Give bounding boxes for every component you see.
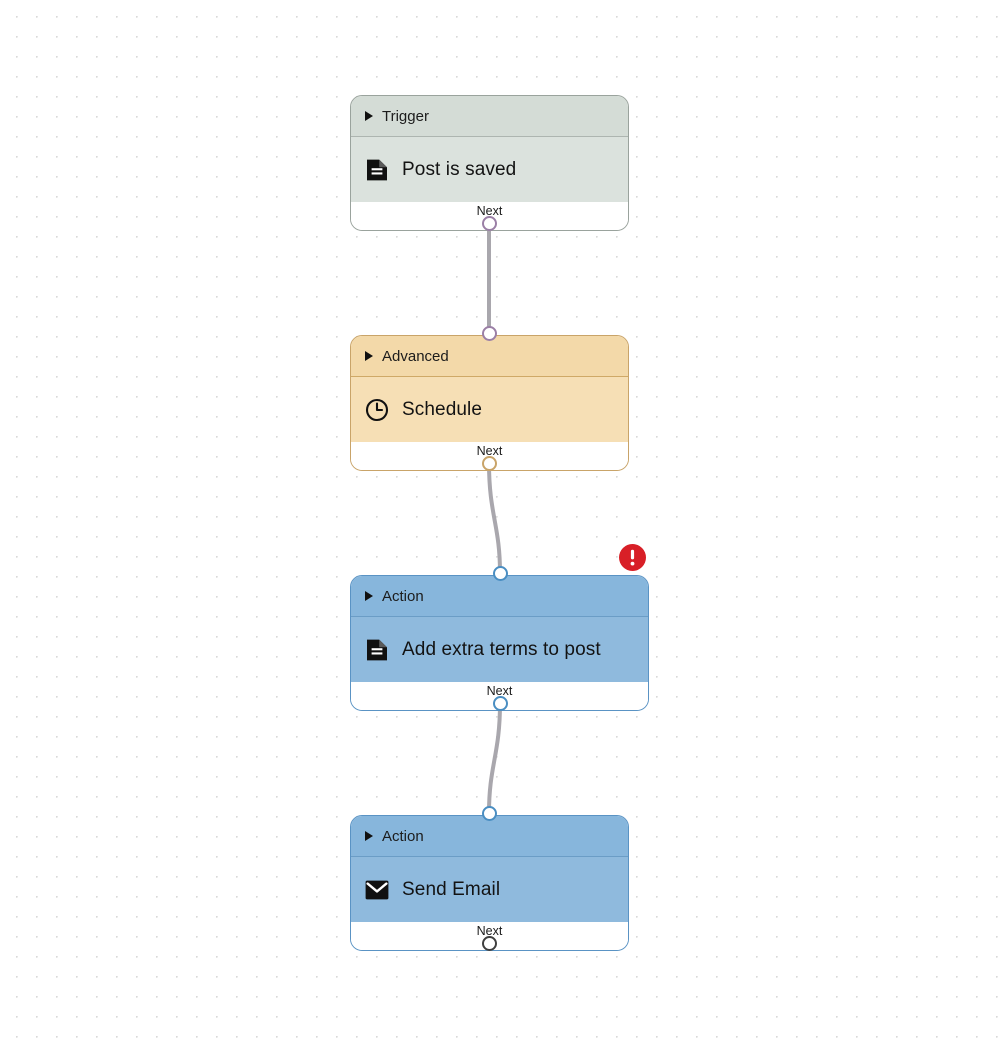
expand-triangle-icon[interactable] — [365, 591, 373, 601]
connection-port-advanced-out[interactable] — [481, 455, 497, 471]
envelope-icon — [365, 878, 389, 902]
node-category-label: Action — [382, 827, 424, 845]
node-header-advanced-schedule[interactable]: Advanced — [351, 336, 628, 376]
node-category-label: Action — [382, 587, 424, 605]
node-body-trigger-post-is-saved[interactable]: Post is saved — [351, 137, 628, 202]
node-footer-label: Next — [486, 684, 513, 698]
document-icon — [365, 158, 389, 182]
connection-port-trigger-out[interactable] — [481, 215, 497, 231]
node-header-action-add-extra-terms-to-post[interactable]: Action — [351, 576, 648, 616]
connection-port-action1-out[interactable] — [492, 695, 508, 711]
connection-port-action2-out[interactable] — [481, 935, 497, 951]
node-category-label: Trigger — [382, 107, 429, 125]
connection-port-action1-in[interactable] — [492, 565, 508, 581]
connection-port-action2-in[interactable] — [481, 805, 497, 821]
node-footer-label: Next — [476, 204, 503, 218]
document-icon — [365, 638, 389, 662]
clock-icon — [365, 398, 389, 422]
node-divider — [351, 376, 628, 377]
node-footer-label: Next — [476, 444, 503, 458]
connector-edge-action1-to-action2[interactable] — [487, 701, 502, 815]
node-title: Post is saved — [402, 158, 517, 180]
node-body-action-send-email[interactable]: Send Email — [351, 857, 628, 922]
expand-triangle-icon[interactable] — [365, 351, 373, 361]
node-title: Schedule — [402, 398, 483, 420]
node-footer-label: Next — [476, 924, 503, 938]
node-divider — [351, 136, 628, 137]
node-header-trigger-post-is-saved[interactable]: Trigger — [351, 96, 628, 136]
node-title: Add extra terms to post — [402, 638, 601, 660]
node-category-label: Advanced — [382, 347, 449, 365]
node-error-badge[interactable] — [619, 544, 646, 571]
connection-port-advanced-in[interactable] — [481, 325, 497, 341]
node-title: Send Email — [402, 878, 501, 900]
node-divider — [351, 856, 628, 857]
expand-triangle-icon[interactable] — [365, 111, 373, 121]
node-header-action-send-email[interactable]: Action — [351, 816, 628, 856]
node-divider — [351, 616, 648, 617]
connector-edge-advanced-to-action1[interactable] — [487, 461, 502, 575]
node-body-advanced-schedule[interactable]: Schedule — [351, 377, 628, 442]
expand-triangle-icon[interactable] — [365, 831, 373, 841]
node-body-action-add-extra-terms-to-post[interactable]: Add extra terms to post — [351, 617, 648, 682]
